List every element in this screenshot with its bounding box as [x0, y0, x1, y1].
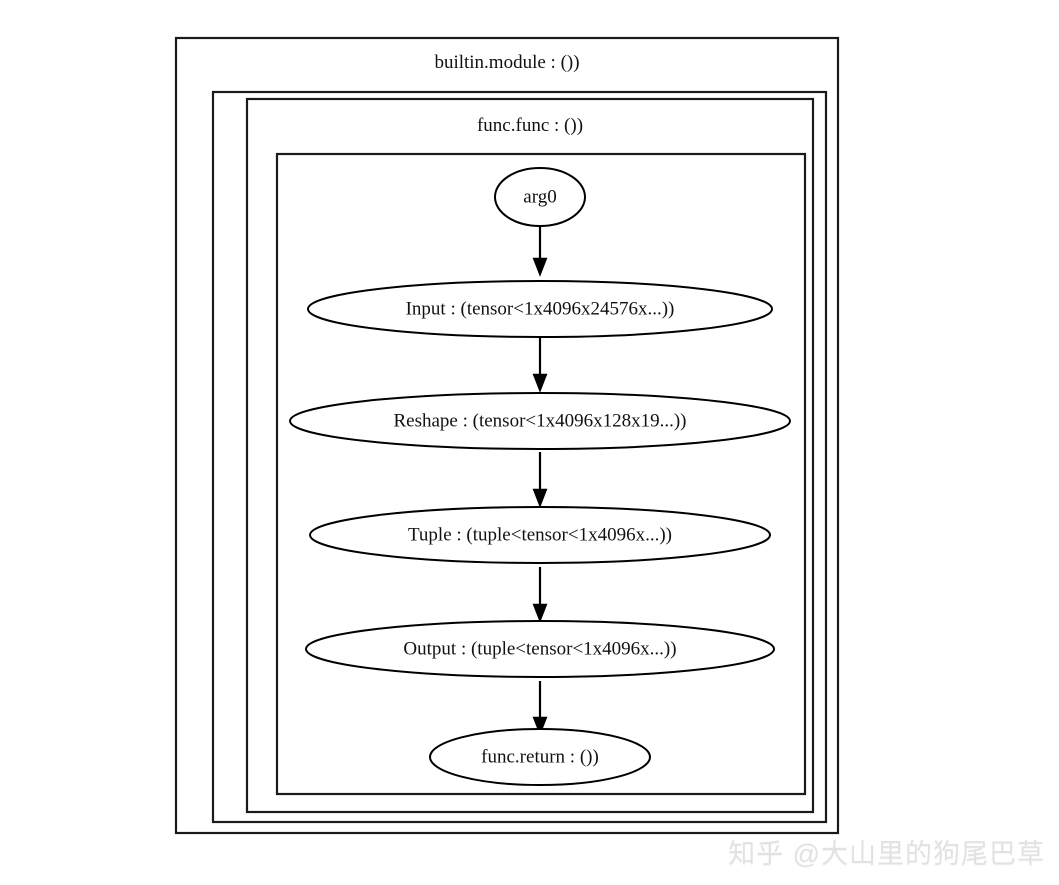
cluster-func-func[interactable] — [245, 97, 815, 814]
node-input-label: Input : (tensor<1x4096x24576x...)) — [406, 298, 675, 319]
edge-output-to-func-return — [532, 681, 548, 736]
node-arg0-label: arg0 — [523, 186, 556, 207]
cluster-label-builtin-module: builtin.module : ()) — [434, 52, 579, 73]
node-output-label: Output : (tuple<tensor<1x4096x...)) — [403, 638, 676, 659]
edge-input-to-reshape — [532, 337, 548, 393]
edge-arg0-to-input — [532, 226, 548, 277]
node-tuple[interactable]: Tuple : (tuple<tensor<1x4096x...)) — [309, 506, 771, 564]
cluster-func-body[interactable] — [275, 152, 807, 796]
edge-tuple-to-output — [532, 567, 548, 623]
node-reshape[interactable]: Reshape : (tensor<1x4096x128x19...)) — [289, 392, 791, 450]
node-tuple-label: Tuple : (tuple<tensor<1x4096x...)) — [408, 524, 672, 545]
node-output[interactable]: Output : (tuple<tensor<1x4096x...)) — [305, 620, 775, 678]
edge-reshape-to-tuple — [532, 452, 548, 508]
node-func-return[interactable]: func.return : ()) — [429, 728, 651, 786]
node-func-return-label: func.return : ()) — [481, 746, 599, 767]
node-input[interactable]: Input : (tensor<1x4096x24576x...)) — [307, 280, 773, 338]
cluster-builtin-module[interactable] — [174, 36, 840, 835]
cluster-module-body[interactable] — [211, 90, 828, 824]
node-reshape-label: Reshape : (tensor<1x4096x128x19...)) — [393, 410, 686, 431]
cluster-label-func-func: func.func : ()) — [477, 115, 583, 136]
node-arg0[interactable]: arg0 — [494, 167, 586, 227]
